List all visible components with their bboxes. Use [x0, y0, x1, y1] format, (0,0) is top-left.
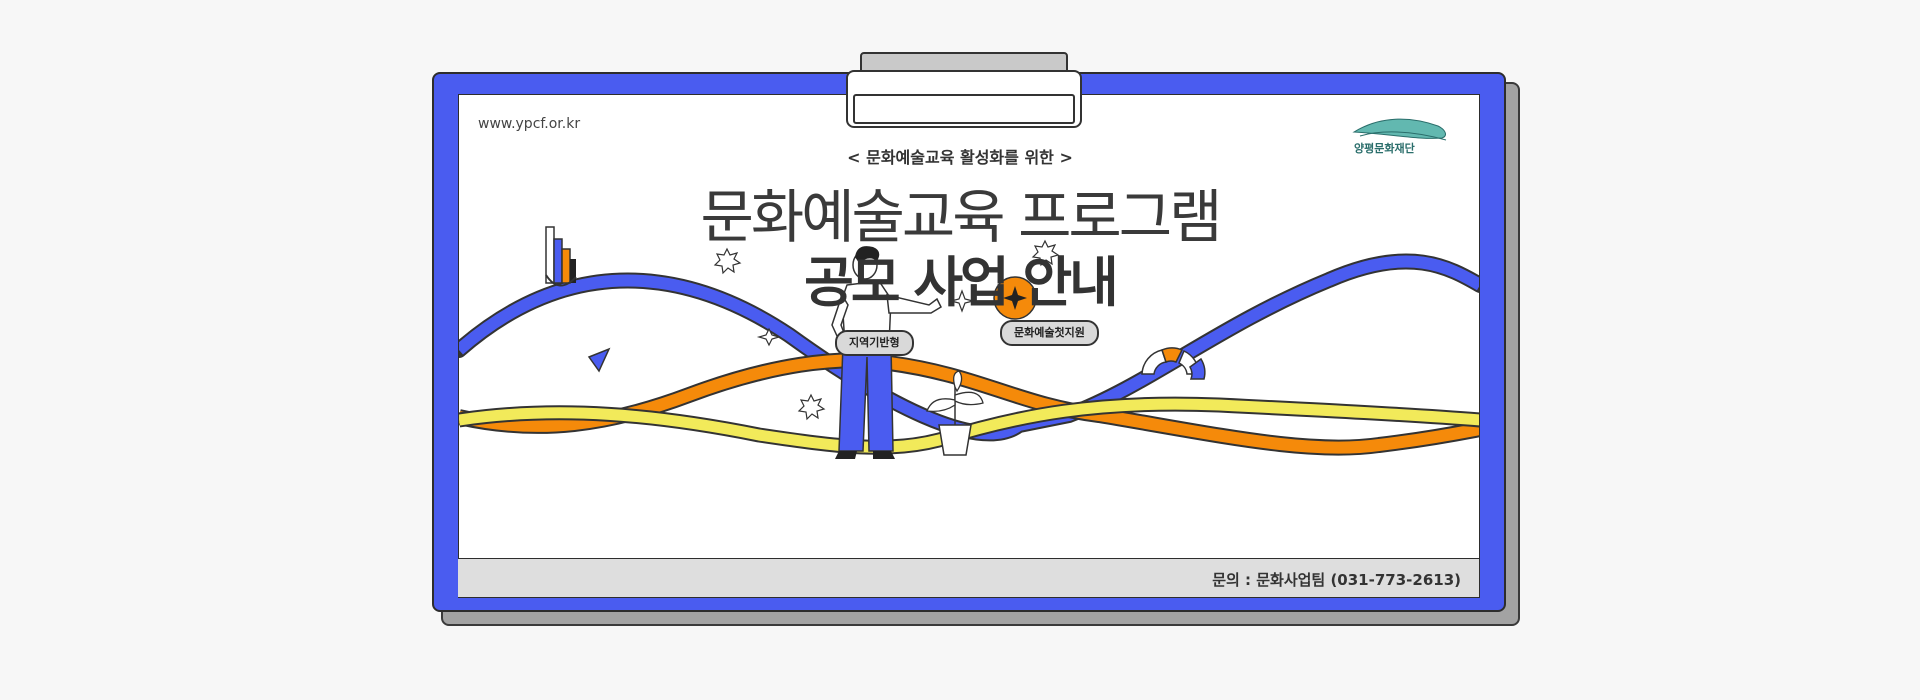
notice-board: [458, 94, 1480, 598]
burst-icon: [1031, 239, 1060, 267]
eyebrow-subtitle: < 문화예술교육 활성화를 위한 >: [847, 148, 1073, 167]
blue-wave: [459, 255, 1479, 440]
yellow-wave: [459, 398, 1479, 453]
foundation-logo-text: 양평문화재단: [1354, 142, 1415, 155]
sparkle-icon: [950, 289, 974, 313]
foundation-logo[interactable]: [1350, 112, 1460, 160]
tag-first-support: 문화예술첫지원: [1000, 320, 1099, 346]
illustration: [459, 226, 1479, 459]
orange-wave: [459, 354, 1479, 454]
footer-bar: 문의 : 문화사업팀 (031-773-2613): [458, 558, 1479, 597]
gauge-icon: [1141, 347, 1206, 380]
page-subtitle: 공모 사업 안내: [804, 251, 1119, 314]
website-link[interactable]: www.ypcf.or.kr: [478, 116, 581, 132]
contact-info: 문의 : 문화사업팀 (031-773-2613): [1212, 571, 1461, 589]
burst-icon: [797, 393, 826, 421]
sparkle-icon: [756, 327, 782, 347]
page-title: 문화예술교육 프로그램: [700, 183, 1222, 251]
paper-plane-icon: [587, 347, 611, 373]
bar-chart-icon: [545, 226, 577, 287]
clipboard-holder-inner: [853, 94, 1075, 124]
plant-icon: [926, 370, 984, 456]
tag-region-based: 지역기반형: [835, 330, 914, 356]
burst-icon: [713, 247, 742, 275]
